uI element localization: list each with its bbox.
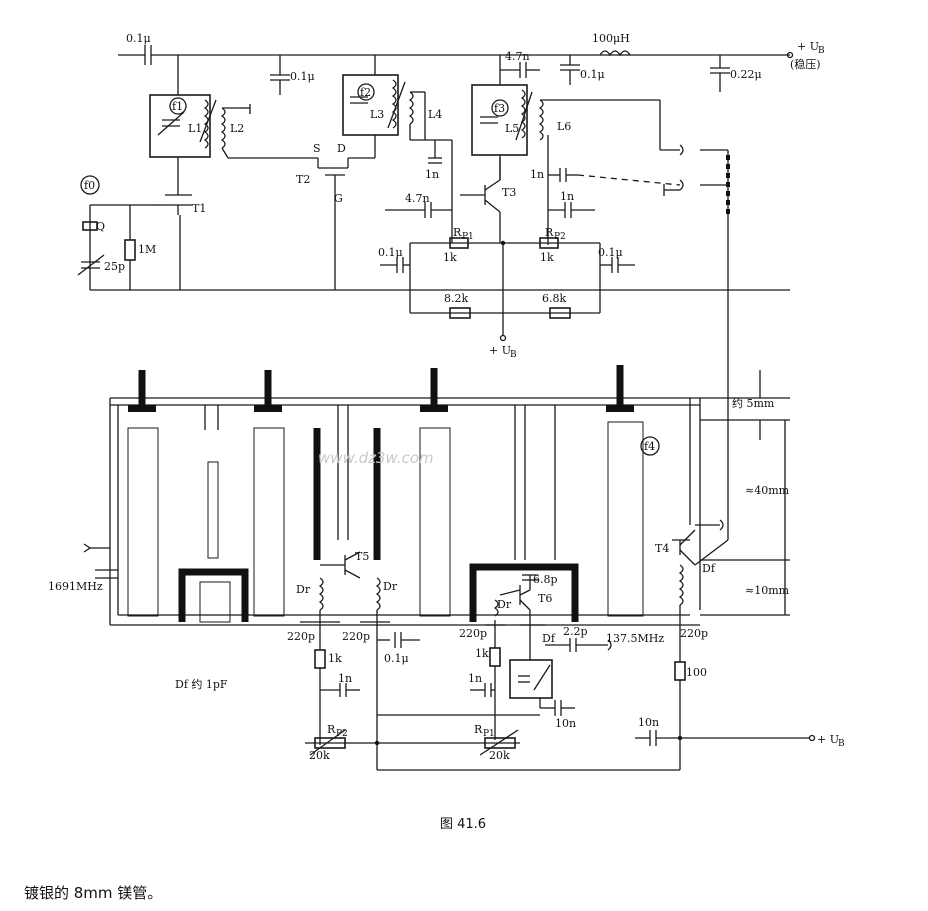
label-df-note: Df 约 1pF [175, 678, 228, 691]
footer-text: 镀银的 8mm 镁管。 [24, 884, 162, 902]
label-rp2-sub: P2 [554, 232, 566, 242]
label-c-top2: 0.1μ [290, 70, 315, 83]
label-rp1b-sub: P1 [483, 729, 495, 739]
label-c-in: 0.1μ [126, 32, 151, 45]
label-ub-mid-sub: B [510, 350, 517, 360]
label-r82k: 8.2k [444, 292, 468, 305]
label-ub-bot-sub: B [838, 739, 845, 749]
label-freq1375: 137.5MHz [606, 632, 664, 645]
label-c1n-b: 1n [530, 168, 544, 181]
label-T3: T3 [502, 186, 516, 199]
label-c01-bot: 0.1μ [384, 652, 409, 665]
label-df1: Df [702, 562, 716, 575]
label-stab: (稳压) [790, 57, 821, 71]
label-rp2b: R [327, 723, 336, 736]
label-c1n-c: 1n [560, 190, 574, 203]
label-L6: L6 [557, 120, 571, 133]
label-T5: T5 [355, 550, 369, 563]
label-L1: L1 [188, 122, 202, 135]
label-r1M: 1M [138, 243, 156, 256]
label-rp1b: R [474, 723, 483, 736]
label-c25p: 25p [104, 260, 125, 273]
label-c1n-r: 1n [468, 672, 482, 685]
label-ub-top: + U [797, 40, 819, 53]
label-r68k: 6.8k [542, 292, 566, 305]
label-approx5: 约 5mm [732, 397, 775, 410]
label-f0: f0 [84, 179, 95, 192]
label-f1: f1 [172, 100, 183, 113]
label-f4: f4 [644, 440, 655, 453]
label-T2: T2 [296, 173, 310, 186]
label-dr2: Dr [383, 580, 398, 593]
label-freq-in: 1691MHz [48, 580, 103, 593]
label-r1k-r: 1k [475, 647, 489, 660]
watermark: www.dz3w.com [318, 449, 434, 467]
label-c220p-3: 220p [459, 627, 487, 640]
label-c022: 0.22μ [730, 68, 762, 81]
label-c220p-4: 220p [680, 627, 708, 640]
label-D: D [337, 142, 346, 155]
label-rp1: R [453, 226, 462, 239]
label-T6: T6 [538, 592, 552, 605]
label-L2: L2 [230, 122, 244, 135]
label-G: G [334, 192, 343, 205]
label-inductor: 100μH [592, 32, 630, 45]
component-labels: 0.1μ 0.1μ 4.7n 0.1μ 100μH 0.22μ + U B (稳… [48, 32, 845, 762]
label-c47n-top: 4.7n [505, 50, 530, 63]
label-rp2-val: 1k [540, 251, 554, 264]
label-f2: f2 [360, 86, 371, 99]
label-c10n-b: 10n [638, 716, 659, 729]
label-approx40: ≈40mm [745, 484, 790, 497]
label-c10n-a: 10n [555, 717, 576, 730]
label-ub-mid: + U [489, 344, 511, 357]
label-L3: L3 [370, 108, 384, 121]
label-c220p-2: 220p [342, 630, 370, 643]
label-T4: T4 [655, 542, 669, 555]
label-T1: T1 [192, 202, 206, 215]
label-ub-bot: + U [817, 733, 839, 746]
bottom-circuit-wiring [300, 519, 816, 771]
label-c01-mid-l: 0.1μ [378, 246, 403, 259]
label-f3: f3 [494, 102, 505, 115]
label-rp2b-sub: P2 [336, 729, 348, 739]
label-rp1-sub: P1 [462, 232, 474, 242]
label-rp2b-val: 20k [309, 749, 330, 762]
label-dr1: Dr [296, 583, 311, 596]
label-r1k-l: 1k [328, 652, 342, 665]
label-ub-top-sub: B [818, 46, 825, 56]
label-c1n-a: 1n [425, 168, 439, 181]
label-Q: Q [96, 220, 105, 233]
label-c01-mid-r: 0.1μ [598, 246, 623, 259]
label-c-top3: 0.1μ [580, 68, 605, 81]
label-r100: 100 [686, 666, 707, 679]
label-rp1b-val: 20k [489, 749, 510, 762]
label-L5: L5 [505, 122, 519, 135]
figure-caption: 图 41.6 [440, 817, 486, 832]
label-dr3: Dr [497, 598, 512, 611]
label-c68p: 6.8p [533, 573, 558, 586]
label-c1n-l: 1n [338, 672, 352, 685]
label-c47n-mid: 4.7n [405, 192, 430, 205]
cavity-structure [83, 365, 790, 626]
label-rp2: R [545, 226, 554, 239]
top-circuit-wiring [77, 45, 794, 540]
label-c22p: 2.2p [563, 625, 588, 638]
label-L4: L4 [428, 108, 442, 121]
label-S: S [313, 142, 321, 155]
label-c220p-1: 220p [287, 630, 315, 643]
label-rp1-val: 1k [443, 251, 457, 264]
label-approx10: ≈10mm [745, 584, 790, 597]
label-df2: Df [542, 632, 556, 645]
